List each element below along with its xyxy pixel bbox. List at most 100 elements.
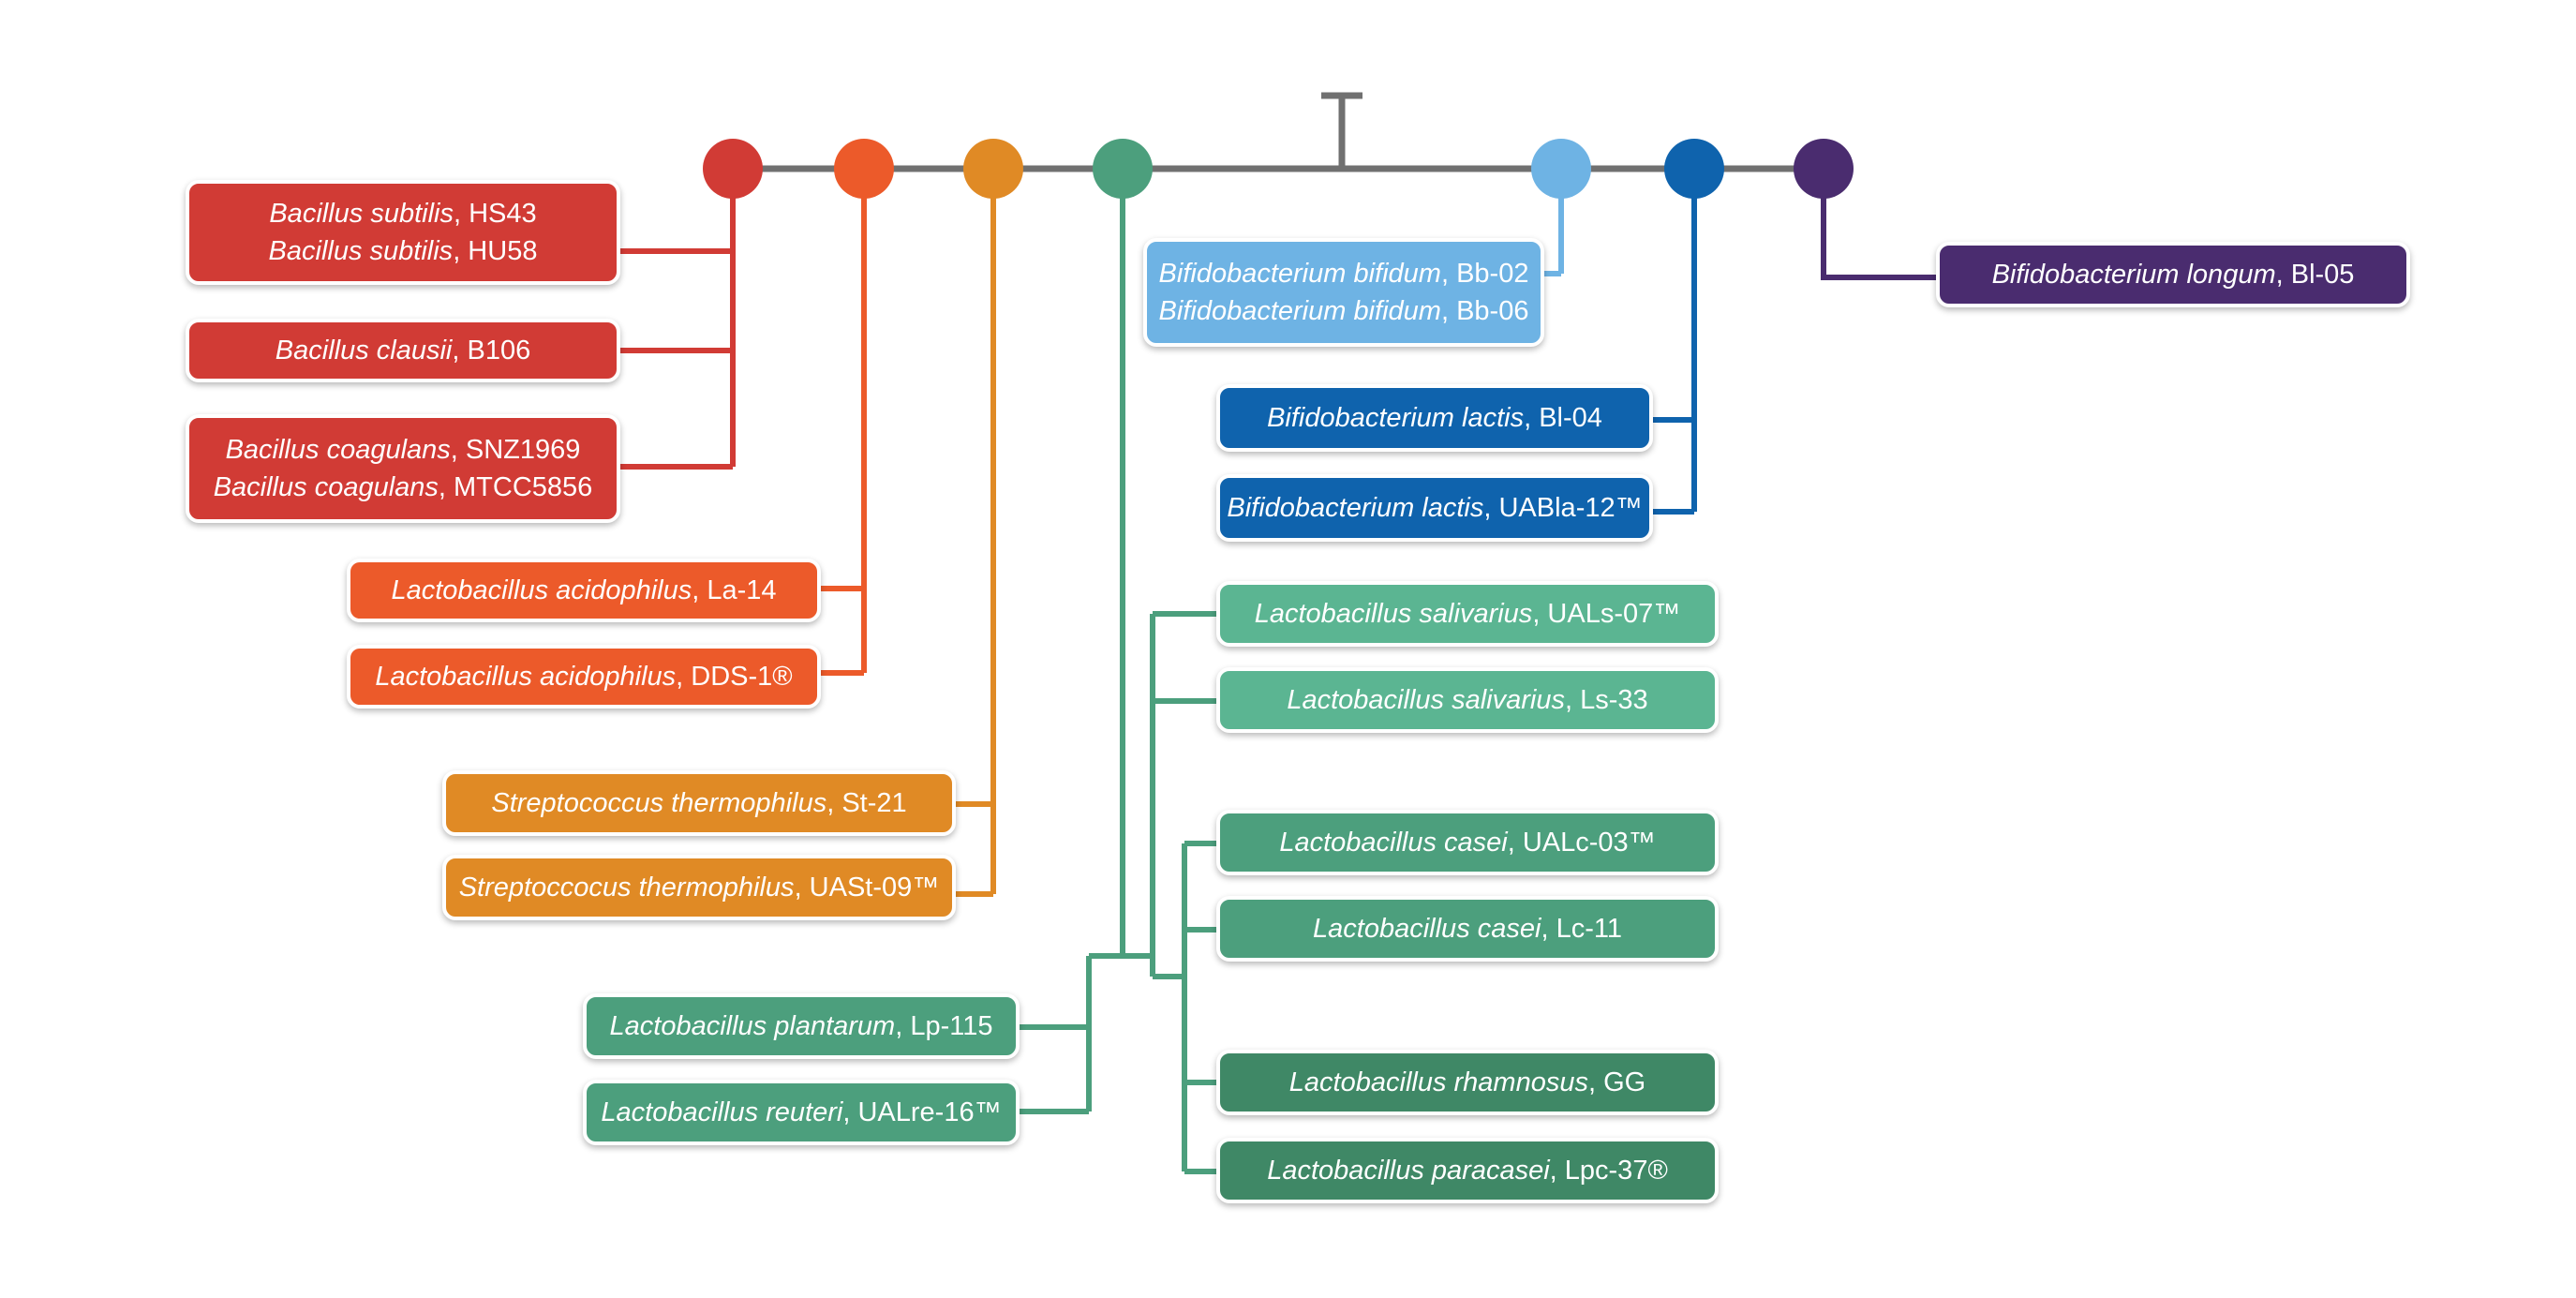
species-name: Lactobacillus salivarius xyxy=(1254,599,1533,629)
strain-box-plantarum: Lactobacillus plantarum, Lp-115 xyxy=(583,993,1020,1059)
trunk-lines xyxy=(733,92,1795,172)
strain-code: , St-21 xyxy=(826,788,907,818)
species-name: Bacillus subtilis xyxy=(269,199,454,229)
strain-code: , La-14 xyxy=(692,575,777,605)
node-blue xyxy=(1664,139,1724,199)
species-name: Lactobacillus reuteri xyxy=(601,1097,843,1127)
strain-label: Lactobacillus paracasei, Lpc-37® xyxy=(1267,1152,1668,1189)
strain-label: Bifidobacterium lactis, UABla-12™ xyxy=(1227,489,1642,527)
strain-code: , SNZ1969 xyxy=(450,435,581,465)
strain-label: Streptococcus thermophilus, St-21 xyxy=(491,784,906,822)
strain-code: , Lpc-37® xyxy=(1549,1156,1668,1186)
strain-box-lactis-bl04: Bifidobacterium lactis, Bl-04 xyxy=(1216,384,1653,452)
species-name: Bifidobacterium bifidum xyxy=(1158,296,1441,326)
strain-label: Bifidobacterium lactis, Bl-04 xyxy=(1267,399,1602,437)
strain-code: , HS43 xyxy=(453,199,537,229)
strain-code: , UASt-09™ xyxy=(794,873,940,903)
strain-label: Bacillus clausii, B106 xyxy=(275,332,530,369)
strain-code: , Bl-04 xyxy=(1524,403,1602,433)
strain-box-bacillus-clausii: Bacillus clausii, B106 xyxy=(186,319,620,382)
strain-label: Bacillus coagulans, MTCC5856 xyxy=(214,469,593,506)
strain-label: Lactobacillus acidophilus, DDS-1® xyxy=(375,658,792,695)
branch-blue xyxy=(1651,169,1697,515)
strain-label: Streptoccocus thermophilus, UASt-09™ xyxy=(459,869,940,906)
strain-code: , MTCC5856 xyxy=(438,472,593,502)
branch-orange xyxy=(819,169,867,676)
strain-code: , UALs-07™ xyxy=(1532,599,1681,629)
species-name: Lactobacillus acidophilus xyxy=(391,575,692,605)
strain-box-rhamnosus: Lactobacillus rhamnosus, GG xyxy=(1216,1050,1719,1115)
branch-red xyxy=(618,169,736,470)
species-name: Lactobacillus paracasei xyxy=(1267,1156,1550,1186)
strain-label: Lactobacillus plantarum, Lp-115 xyxy=(610,1007,993,1045)
strain-label: Bacillus subtilis, HS43 xyxy=(269,195,536,232)
strain-label: Lactobacillus salivarius, UALs-07™ xyxy=(1255,595,1681,633)
strain-box-salivarius-ls33: Lactobacillus salivarius, Ls-33 xyxy=(1216,667,1719,733)
strain-box-lactis-uabla12: Bifidobacterium lactis, UABla-12™ xyxy=(1216,474,1653,542)
strain-label: Bifidobacterium longum, Bl-05 xyxy=(1992,256,2355,293)
species-name: Lactobacillus acidophilus xyxy=(375,662,677,692)
strain-code: , DDS-1® xyxy=(676,662,793,692)
strain-code: , Lc-11 xyxy=(1541,914,1622,944)
strain-label: Bifidobacterium bifidum, Bb-02 xyxy=(1159,255,1529,292)
node-purple xyxy=(1794,139,1854,199)
strain-code: , Bl-05 xyxy=(2275,260,2355,290)
strain-code: , Ls-33 xyxy=(1564,685,1648,715)
strain-label: Bacillus subtilis, HU58 xyxy=(269,232,538,270)
strain-box-reuteri: Lactobacillus reuteri, UALre-16™ xyxy=(583,1080,1020,1145)
branch-purple xyxy=(1821,169,1940,280)
strain-label: Lactobacillus acidophilus, La-14 xyxy=(391,572,776,609)
strain-box-longum: Bifidobacterium longum, Bl-05 xyxy=(1936,242,2410,307)
species-name: Bacillus coagulans xyxy=(225,435,451,465)
strain-code: , UALc-03™ xyxy=(1507,828,1656,858)
species-name: Bacillus clausii xyxy=(275,336,453,366)
strain-box-paracasei: Lactobacillus paracasei, Lpc-37® xyxy=(1216,1138,1719,1203)
species-name: Bifidobacterium lactis xyxy=(1267,403,1525,433)
species-name: Bifidobacterium bifidum xyxy=(1158,259,1441,289)
branch-amber xyxy=(954,169,996,897)
species-name: Lactobacillus casei xyxy=(1313,914,1541,944)
node-green xyxy=(1093,139,1153,199)
species-name: Bifidobacterium lactis xyxy=(1227,493,1484,523)
strain-code: , Bb-06 xyxy=(1440,296,1529,326)
node-light-blue xyxy=(1531,139,1591,199)
strain-label: Lactobacillus casei, UALc-03™ xyxy=(1279,824,1655,861)
node-amber xyxy=(963,139,1023,199)
species-name: Bacillus subtilis xyxy=(268,236,454,266)
strain-label: Lactobacillus reuteri, UALre-16™ xyxy=(601,1094,1001,1131)
clade-nodes xyxy=(703,139,1854,199)
branch-green xyxy=(1018,169,1218,1174)
species-name: Lactobacillus plantarum xyxy=(609,1011,896,1041)
strain-box-casei-lc11: Lactobacillus casei, Lc-11 xyxy=(1216,896,1719,962)
strain-code: , B106 xyxy=(452,336,531,366)
strain-label: Bacillus coagulans, SNZ1969 xyxy=(226,431,581,469)
node-orange xyxy=(834,139,894,199)
strain-box-acidophilus-dds1: Lactobacillus acidophilus, DDS-1® xyxy=(347,645,821,709)
strain-box-thermophilus-st21: Streptococcus thermophilus, St-21 xyxy=(442,770,956,836)
species-name: Streptococcus thermophilus xyxy=(491,788,827,818)
strain-code: , UABla-12™ xyxy=(1483,493,1643,523)
strain-label: Lactobacillus salivarius, Ls-33 xyxy=(1287,681,1647,719)
strain-box-acidophilus-la14: Lactobacillus acidophilus, La-14 xyxy=(347,559,821,622)
strain-code: , HU58 xyxy=(453,236,538,266)
strain-label: Lactobacillus casei, Lc-11 xyxy=(1313,910,1622,947)
strain-box-salivarius-uals07: Lactobacillus salivarius, UALs-07™ xyxy=(1216,581,1719,647)
species-name: Lactobacillus casei xyxy=(1279,828,1508,858)
strain-label: Lactobacillus rhamnosus, GG xyxy=(1289,1064,1645,1101)
species-name: Lactobacillus rhamnosus xyxy=(1288,1067,1588,1097)
species-name: Bifidobacterium longum xyxy=(1991,260,2276,290)
species-name: Lactobacillus salivarius xyxy=(1287,685,1565,715)
strain-box-casei-ualc03: Lactobacillus casei, UALc-03™ xyxy=(1216,810,1719,875)
species-name: Streptoccocus thermophilus xyxy=(458,873,795,903)
species-name: Bacillus coagulans xyxy=(213,472,439,502)
strain-code: , UALre-16™ xyxy=(842,1097,1002,1127)
strain-box-thermophilus-uast09: Streptoccocus thermophilus, UASt-09™ xyxy=(442,855,956,920)
node-red xyxy=(703,139,763,199)
strain-code: , Lp-115 xyxy=(895,1011,993,1041)
strain-code: , GG xyxy=(1587,1067,1646,1097)
strain-code: , Bb-02 xyxy=(1440,259,1529,289)
